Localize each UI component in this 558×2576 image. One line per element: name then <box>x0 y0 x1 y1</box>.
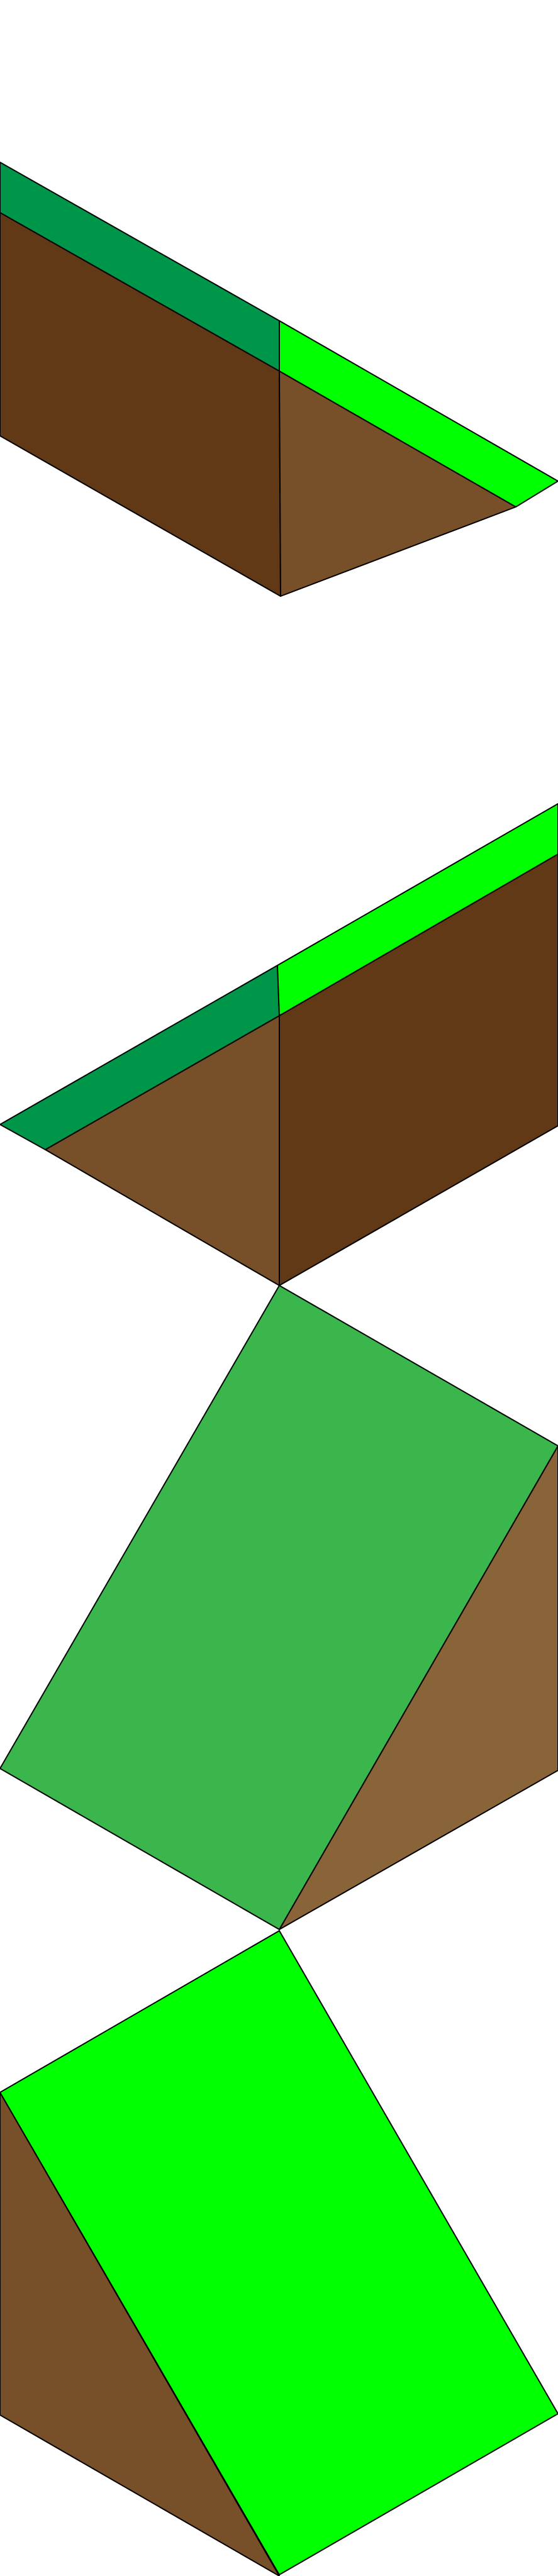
grass-edge-bright <box>277 803 558 1016</box>
grass-top-face <box>0 1285 558 1930</box>
grass-edge-bright <box>279 320 558 508</box>
ramp-tile-rising-left <box>0 1930 558 2576</box>
slope-tile-down-right <box>0 162 558 597</box>
grass-top-face <box>0 1930 558 2575</box>
ramp-tile-rising-right <box>0 1285 558 1930</box>
slope-tile-down-left <box>0 803 558 1286</box>
